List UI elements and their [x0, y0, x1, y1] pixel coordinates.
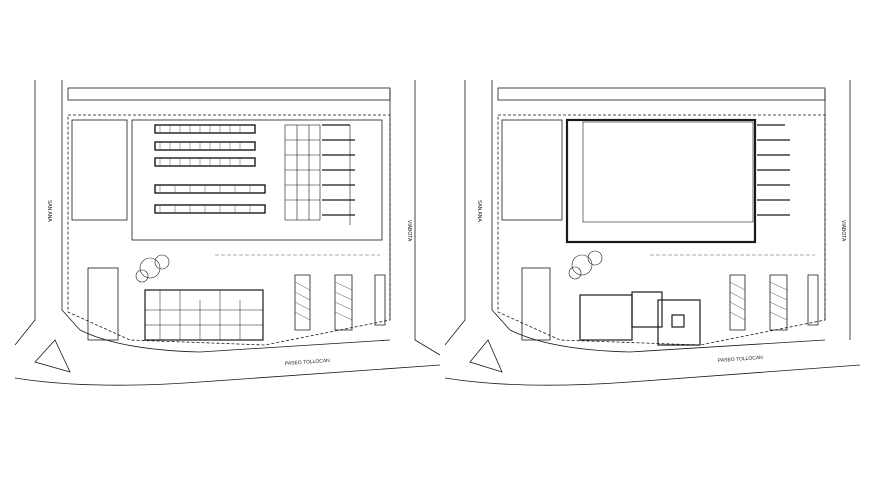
street-right-edge	[414, 80, 441, 356]
street-label-left: SAN ANA	[46, 200, 52, 222]
street-left-inner	[61, 80, 81, 331]
site-plan-left: SAN ANA VIABOTA PASEO TOLLOCAN	[14, 80, 441, 386]
loading-docks	[322, 124, 355, 225]
rack-hatching	[159, 125, 251, 213]
street-label-left: SAN ANA	[476, 200, 482, 222]
street-bottom-outer	[14, 364, 441, 386]
parking-islands	[294, 274, 386, 331]
top-band	[497, 87, 826, 101]
street-left-edge	[444, 80, 466, 346]
retail-footprints	[579, 291, 701, 346]
street-label-right: VIABOTA	[406, 220, 412, 242]
street-bottom-outer	[444, 364, 861, 386]
parking-structure	[521, 267, 551, 341]
triangle-island	[34, 339, 71, 373]
building-footprint	[565, 118, 757, 244]
top-band	[67, 87, 391, 101]
warehouse-building	[131, 119, 383, 241]
triangle-island	[469, 339, 503, 373]
parking-structure	[87, 267, 119, 341]
street-bottom-inner	[509, 329, 826, 353]
office-block	[501, 119, 563, 221]
site-boundary	[497, 114, 826, 346]
building-inner-line	[582, 121, 754, 223]
loading-docks	[757, 124, 790, 216]
street-label-bottom: PASEO TOLLOCAN	[718, 355, 764, 364]
site-plan-right: SAN ANA VIABOTA PASEO TOLLOCAN	[444, 80, 861, 386]
street-left-inner	[491, 80, 511, 331]
storage-grid	[284, 124, 321, 221]
street-label-right: VIABOTA	[840, 220, 846, 242]
retail-block	[144, 289, 264, 341]
street-left-edge	[14, 80, 36, 346]
street-label-bottom: PASEO TOLLOCAN	[285, 358, 331, 367]
parking-hatch	[215, 254, 380, 321]
storage-racks	[154, 124, 266, 214]
site-boundary	[67, 114, 391, 346]
tree-cluster	[568, 250, 603, 280]
street-bottom-inner	[79, 329, 391, 353]
retail-interior	[145, 290, 263, 340]
tree-cluster	[135, 254, 170, 283]
parking-hatch	[650, 254, 815, 321]
parking-islands	[729, 274, 819, 331]
office-block	[71, 119, 128, 221]
